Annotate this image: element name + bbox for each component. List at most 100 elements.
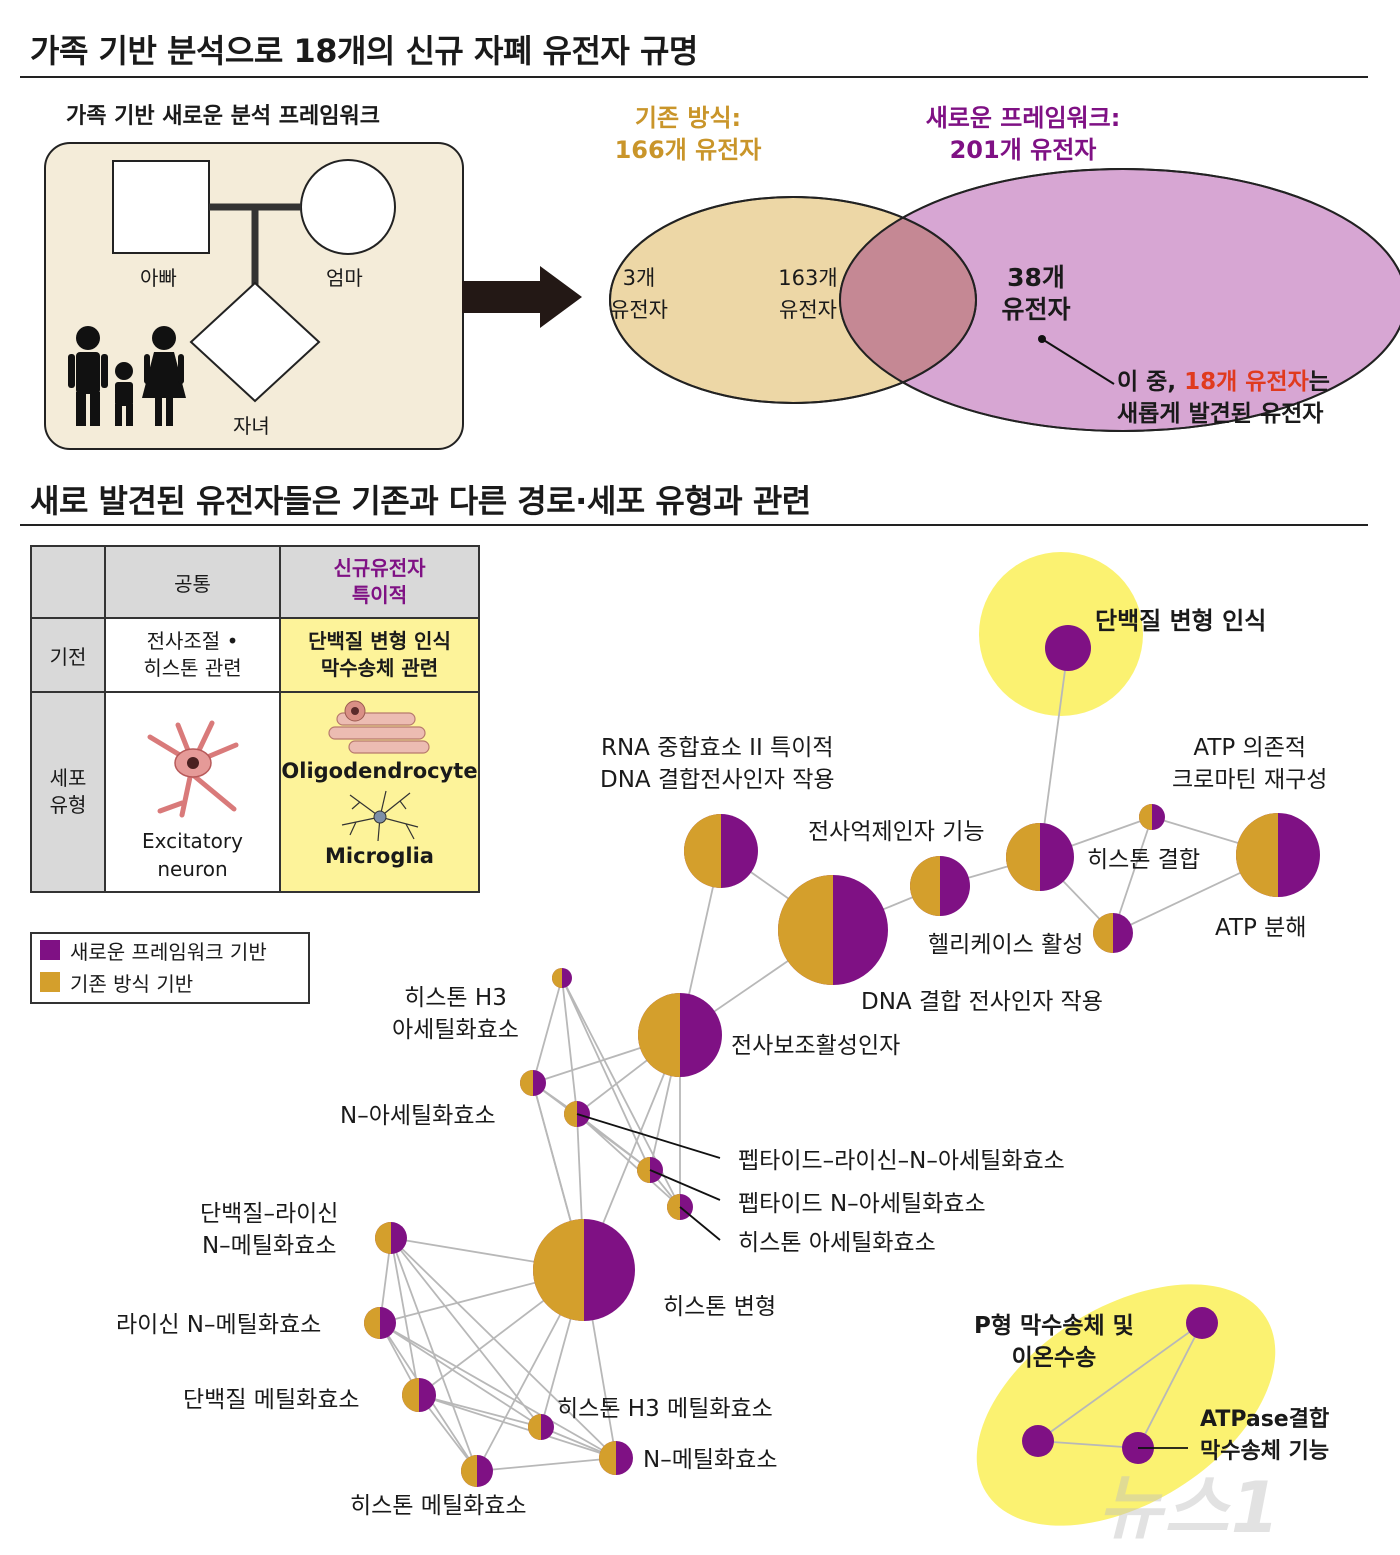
table-row-mechanism: 기전	[30, 617, 106, 693]
table-corner	[30, 545, 106, 619]
label-protein-mod: 단백질 변형 인식	[1095, 607, 1267, 635]
label-peptide-n: 펩타이드 N–아세틸화효소	[738, 1191, 986, 1217]
pedigree-chart	[68, 159, 582, 426]
table-common-celltype: Excitatory neuron	[104, 691, 281, 893]
main-title: 가족 기반 분석으로 18개의 신규 자폐 유전자 규명	[30, 32, 698, 70]
network-node-histmod	[533, 1219, 635, 1321]
label-histone-acetyl: 히스톤 아세틸화효소	[738, 1230, 936, 1256]
network-node-protmet	[402, 1378, 436, 1412]
network-node-h3met	[528, 1414, 554, 1440]
microglia-icon	[341, 790, 418, 842]
oligodendrocyte-icon	[327, 700, 430, 754]
legend-item-old: 기존 방식 기반	[32, 966, 308, 998]
network-node-repress	[910, 856, 970, 916]
label-histone-methyl: 히스톤 메틸화효소	[350, 1493, 527, 1519]
label-n-acetyl: N–아세틸화효소	[340, 1103, 496, 1129]
venn-new-title: 새로운 프레임워크:201개 유전자	[925, 104, 1121, 164]
news1-watermark: 뉴스1	[1098, 1467, 1282, 1549]
network-node-lysn	[364, 1307, 396, 1339]
network-node-pepn	[637, 1157, 663, 1183]
label-dna-binding: DNA 결합 전사인자 작용	[861, 989, 1103, 1015]
legend-swatch-purple	[40, 940, 60, 960]
label-repressor: 전사억제인자 기능	[808, 819, 985, 845]
network-edge	[390, 1237, 617, 1459]
excitatory-label-1: Excitatory	[142, 829, 243, 853]
network-edge	[1037, 1440, 1139, 1449]
venn-note: 이 중, 18개 유전자는 새롭게 발견된 유전자	[1117, 369, 1330, 427]
network-edge	[390, 1237, 420, 1396]
oligodendrocyte-label: Oligodendrocyte	[281, 759, 478, 783]
venn-diagram	[609, 168, 1400, 432]
network-node-h3acet	[552, 968, 572, 988]
network-node-histbind	[1006, 823, 1074, 891]
network-edge	[379, 1322, 617, 1459]
network-node-protmod	[1045, 625, 1091, 671]
legend: 새로운 프레임워크 기반 기존 방식 기반	[30, 932, 310, 1004]
label-lysine-n: 라이신 N–메틸화효소	[116, 1312, 322, 1338]
label-h3-methyl: 히스톤 H3 메틸화효소	[557, 1396, 773, 1422]
child-diamond	[189, 281, 321, 403]
family-panel-title: 가족 기반 새로운 분석 프레임워크	[66, 104, 380, 129]
section2-title: 새로 발견된 유전자들은 기존과 다른 경로·세포 유형과 관련	[30, 482, 811, 520]
table-header-common: 공통	[104, 545, 281, 619]
network-node-ptype2	[1022, 1425, 1054, 1457]
network-edge	[476, 1457, 617, 1472]
network-edge	[576, 1113, 651, 1171]
label-histone-binding: 히스톤 결합	[1087, 847, 1201, 873]
network-node-rnapol	[684, 814, 758, 888]
network-edge	[532, 977, 563, 1084]
mother-label: 엄마	[326, 266, 363, 290]
label-atp-hydrolysis: ATP 분해	[1215, 915, 1307, 941]
network-node-ptype1	[1186, 1307, 1218, 1339]
network-node-nmet	[599, 1441, 633, 1475]
network-node-nacet	[520, 1070, 546, 1096]
label-peptide-lysine: 펩타이드–라이신–N–아세틸화효소	[738, 1148, 1065, 1174]
excitatory-neuron-icon	[147, 720, 238, 818]
network-node-coact	[638, 993, 722, 1077]
microglia-label: Microglia	[325, 844, 434, 868]
network-edge	[390, 1237, 542, 1428]
label-histone-mod: 히스톤 변형	[663, 1294, 777, 1320]
label-helicase: 헬리케이스 활성	[928, 932, 1084, 958]
network-edge	[576, 1113, 681, 1208]
network-edge	[1137, 1322, 1203, 1449]
legend-item-new: 새로운 프레임워크 기반	[32, 934, 308, 966]
network-node-smallup	[1139, 804, 1165, 830]
network-node-histmet	[461, 1455, 493, 1487]
network-node-plysn	[375, 1222, 407, 1254]
label-coactivator: 전사보조활성인자	[731, 1033, 901, 1059]
ptype-highlight	[976, 1284, 1276, 1526]
child-label: 자녀	[233, 414, 270, 438]
network-edge	[1112, 816, 1153, 934]
venn-old-title: 기존 방식:166개 유전자	[614, 104, 762, 164]
family-silhouette-icon	[68, 326, 186, 426]
network-node-atpchrom	[1236, 813, 1320, 897]
father-square	[112, 160, 210, 254]
network-edge	[418, 1394, 542, 1428]
right-arrow-icon	[462, 266, 582, 328]
network-edge	[1039, 647, 1069, 858]
legend-swatch-gold	[40, 972, 60, 992]
network-edge	[418, 1394, 617, 1459]
label-protein-methyl: 단백질 메틸화효소	[183, 1387, 360, 1413]
network-edge	[561, 977, 578, 1115]
table-new-celltype: Oligodendrocyte Microglia	[279, 691, 480, 893]
network-node-dnabind	[778, 875, 888, 985]
network-edge	[1037, 1322, 1203, 1442]
label-n-methyl: N–메틸화효소	[643, 1447, 778, 1473]
network-edge	[561, 977, 651, 1171]
